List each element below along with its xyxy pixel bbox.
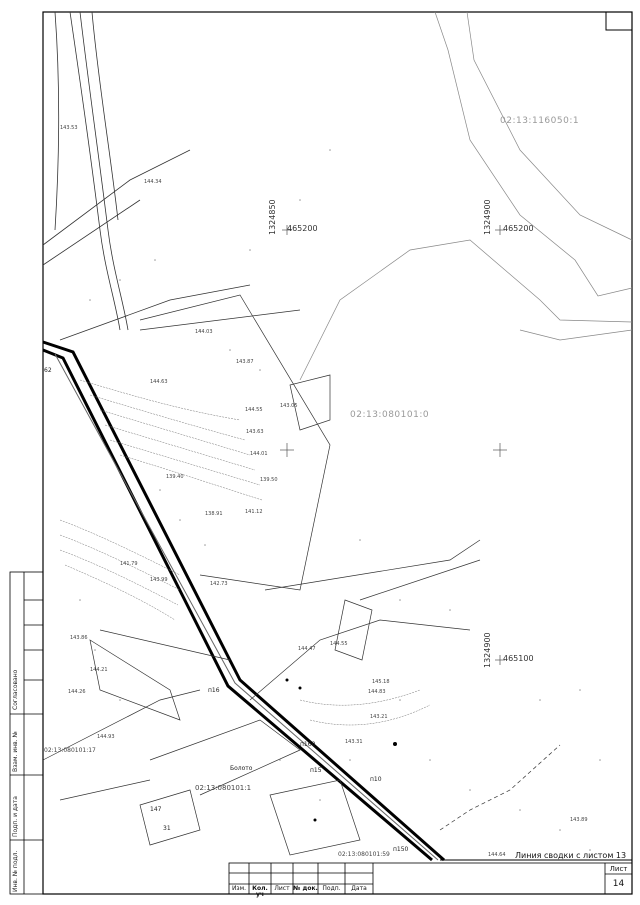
elevation-mark: 144.55 (330, 641, 348, 647)
match-line-label: Линия сводки с листом 13 (515, 851, 627, 860)
picket-label: п10 (370, 776, 382, 783)
elevation-mark: 143.31 (345, 739, 363, 745)
parcel-boundaries (299, 11, 633, 381)
stamp-col-sheet: Лист (274, 885, 290, 892)
parcel-label-2: 02:13:080101:0 (350, 410, 430, 420)
elevation-mark: 143.99 (150, 577, 168, 583)
grid-north-1: 1324850 (268, 199, 277, 235)
site-objects (285, 678, 397, 822)
parcel-label-1: 02:13:116050:1 (500, 116, 580, 126)
elevation-mark: 145.18 (372, 679, 390, 685)
left-stamp-signdate: Подп. и дата (12, 796, 19, 837)
elevation-mark: 144.03 (195, 329, 213, 335)
grid-north-2: 1324900 (483, 199, 492, 235)
parcel-label-3: 02:13:080101:1 (195, 784, 252, 792)
bottom-stamp-grid (228, 862, 633, 895)
sheet-number: 14 (612, 879, 625, 889)
stamp-col-doc: № док. (293, 885, 318, 892)
stamp-col-sign: Подп. (322, 885, 341, 892)
stamp-col-change: Изм. (231, 885, 247, 892)
elevation-mark: 143.21 (370, 714, 388, 720)
elevation-mark: 144.47 (298, 646, 316, 652)
elevation-mark: 142.73 (210, 581, 228, 587)
contour-lines (59, 379, 431, 726)
power-line (439, 744, 561, 831)
stamp-col-count: Кол. уч (252, 885, 268, 898)
road-lines (42, 11, 301, 341)
elevation-mark: 144.93 (97, 734, 115, 740)
swamp-label: Болото (230, 765, 253, 772)
corner-box (605, 11, 633, 31)
elevation-mark: 144.55 (245, 407, 263, 413)
main-corridor (42, 340, 445, 862)
elevation-mark: 144.21 (90, 667, 108, 673)
picket-label: п160 (300, 741, 316, 748)
elevation-mark: 138.91 (205, 511, 223, 517)
elevation-mark: 143.05 (280, 403, 298, 409)
elevation-mark: 144.34 (144, 179, 162, 185)
elevation-mark: 141.79 (120, 561, 138, 567)
picket-label: п16 (208, 687, 220, 694)
grid-north-3: 1324900 (483, 632, 492, 668)
elevation-mark: 143.63 (246, 429, 264, 435)
site-parcels (42, 294, 481, 856)
left-stamp-replaced: Взам. инв. № (12, 731, 19, 772)
number-label: 31 (163, 825, 171, 832)
elevation-mark: 144.26 (68, 689, 86, 695)
left-stamp-grid (9, 571, 44, 895)
grid-east-3: 465100 (503, 654, 534, 663)
grid-east-1: 465200 (287, 224, 318, 233)
elevation-mark: 141.12 (245, 509, 263, 515)
elevation-mark: 143.86 (70, 635, 88, 641)
elevation-mark: 144.64 (488, 852, 506, 858)
elevation-mark: 144.01 (250, 451, 268, 457)
cadastral-label: 02:13:080101:59 (338, 851, 390, 858)
grid-east-2: 465200 (503, 224, 534, 233)
elevation-mark: 144.83 (368, 689, 386, 695)
picket-label: п15 (310, 767, 322, 774)
elevation-mark: 143.53 (60, 125, 78, 131)
picket-label: п150 (393, 846, 409, 853)
number-label: 147 (150, 806, 162, 813)
elevation-mark: 144.63 (150, 379, 168, 385)
elevation-mark: 139.40 (166, 474, 184, 480)
stamp-col-date: Дата (351, 885, 367, 892)
elevation-mark: 143.89 (570, 817, 588, 823)
left-stamp-agreed: Согласовано (12, 669, 19, 710)
elevation-mark: 139.50 (260, 477, 278, 483)
sheet-frame (42, 11, 633, 895)
vegetation-dots (79, 149, 601, 851)
elevation-mark: 143.87 (236, 359, 254, 365)
sheet-number-box: Лист 14 (605, 863, 632, 894)
sheet-label: Лист (609, 865, 628, 873)
grid-crosses (280, 225, 507, 665)
cadastral-label: 02:13:080101:17 (44, 747, 96, 754)
number-label: 62 (44, 367, 52, 374)
left-stamp-inv: Инв. № подл. (12, 850, 19, 892)
